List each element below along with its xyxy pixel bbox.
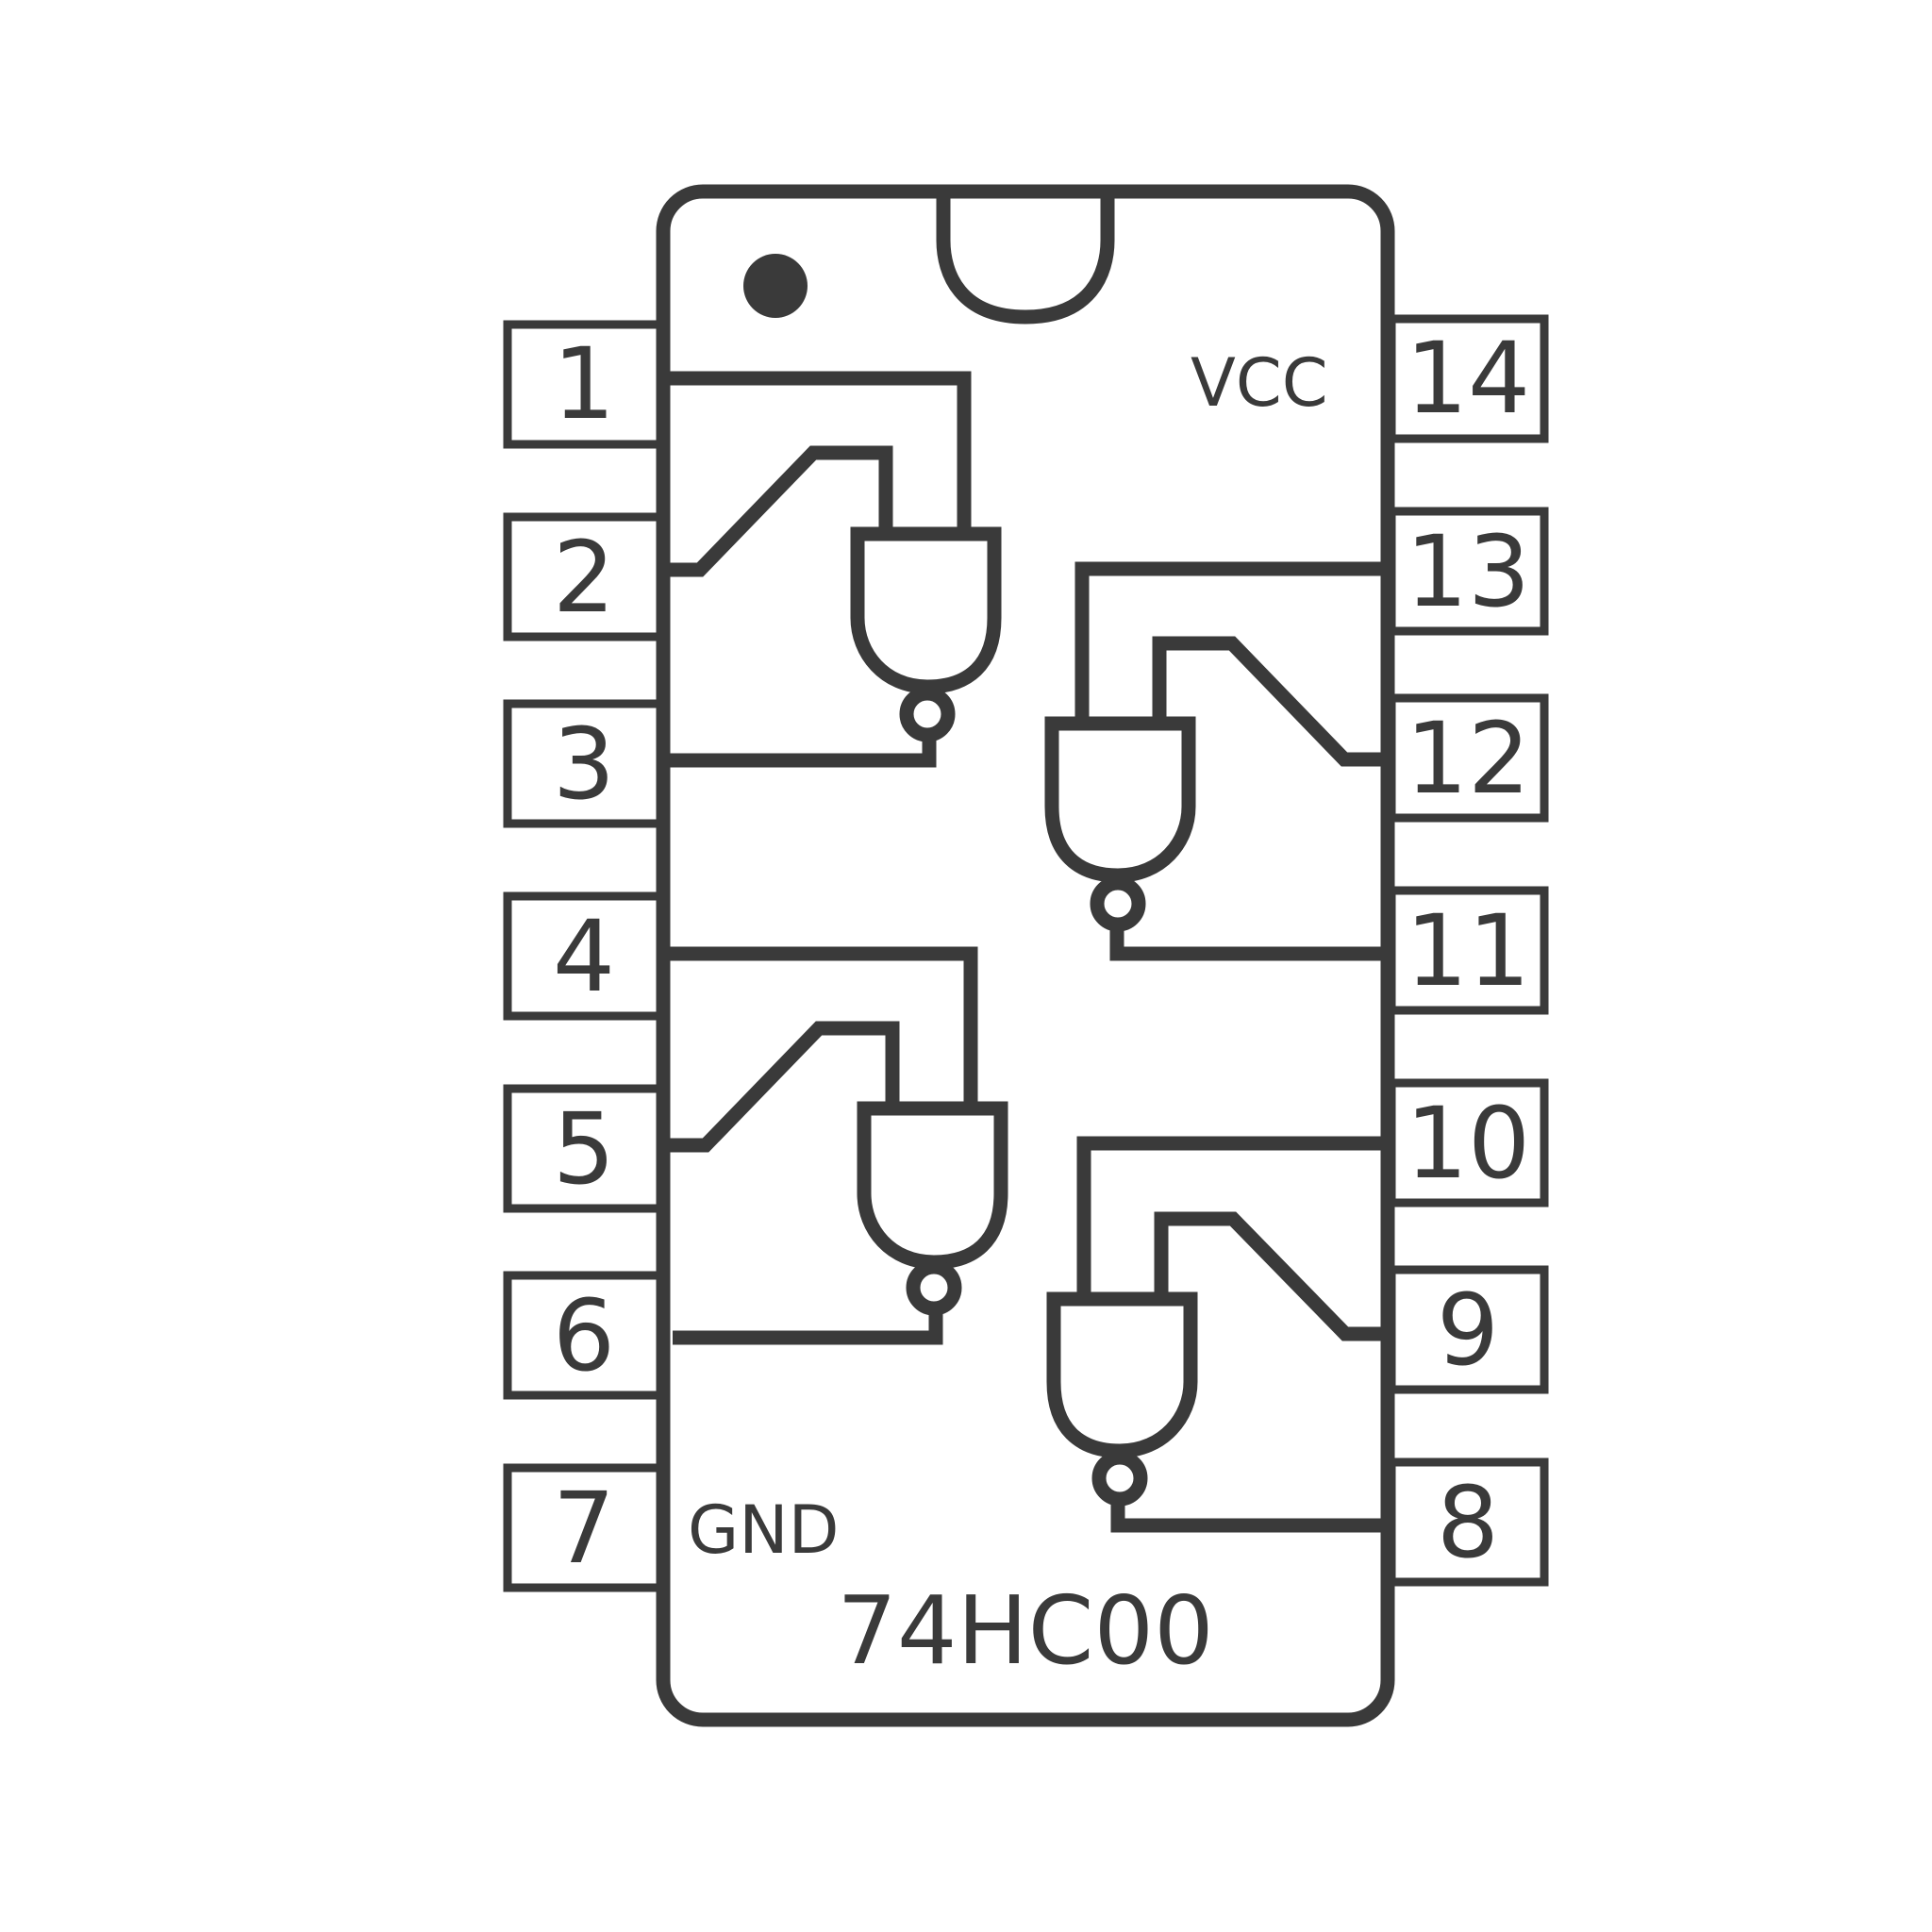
pin-label: 4: [553, 899, 615, 1014]
nand-gate-icon: [850, 526, 1002, 742]
gate-3-wiring: [1074, 561, 1381, 961]
pin-7: 7: [503, 1463, 665, 1592]
pin-label: 7: [553, 1471, 615, 1586]
pin-2: 2: [503, 512, 665, 641]
pin-label: 13: [1406, 514, 1530, 629]
pin-1: 1: [503, 320, 665, 449]
pin-13: 13: [1387, 507, 1549, 636]
pin-label: 5: [553, 1091, 615, 1207]
left-pins: 1 2 3 4 5 6 7: [503, 320, 665, 1592]
pin-label: 2: [553, 520, 615, 635]
pin1-dot-icon: [743, 254, 808, 318]
pin-label: 14: [1406, 321, 1530, 436]
pin-10: 10: [1387, 1078, 1549, 1208]
pin-12: 12: [1387, 693, 1549, 823]
gate-2-wiring: [670, 946, 978, 1345]
pin-label: 11: [1406, 893, 1530, 1008]
notch-icon: [936, 192, 1115, 325]
nand-gate-icon: [1044, 716, 1196, 932]
pin-label: 6: [553, 1278, 615, 1393]
gate-4-wiring: [1076, 1136, 1381, 1533]
pin-6: 6: [503, 1271, 665, 1400]
vcc-label: VCC: [1191, 344, 1328, 422]
part-number-label: 74HC00: [837, 1575, 1214, 1686]
gate-1-wiring: [670, 371, 972, 768]
pin-label: 12: [1406, 701, 1530, 816]
pin-4: 4: [503, 891, 665, 1021]
pin-3: 3: [503, 699, 665, 828]
pin-11: 11: [1387, 886, 1549, 1015]
pin-5: 5: [503, 1084, 665, 1213]
gnd-label: GND: [688, 1491, 840, 1569]
nand-gate-icon: [1046, 1291, 1198, 1507]
right-pins: 14 13 12 11 10 9 8: [1387, 314, 1549, 1587]
pin-14: 14: [1387, 314, 1549, 443]
pin-label: 8: [1437, 1465, 1499, 1580]
pin-label: 10: [1406, 1086, 1530, 1201]
pin-label: 9: [1437, 1273, 1499, 1388]
nand-gate-icon: [857, 1101, 1008, 1316]
pin-9: 9: [1387, 1265, 1549, 1394]
pin-label: 3: [553, 707, 615, 822]
pin-label: 1: [553, 326, 615, 441]
pin-8: 8: [1387, 1457, 1549, 1587]
